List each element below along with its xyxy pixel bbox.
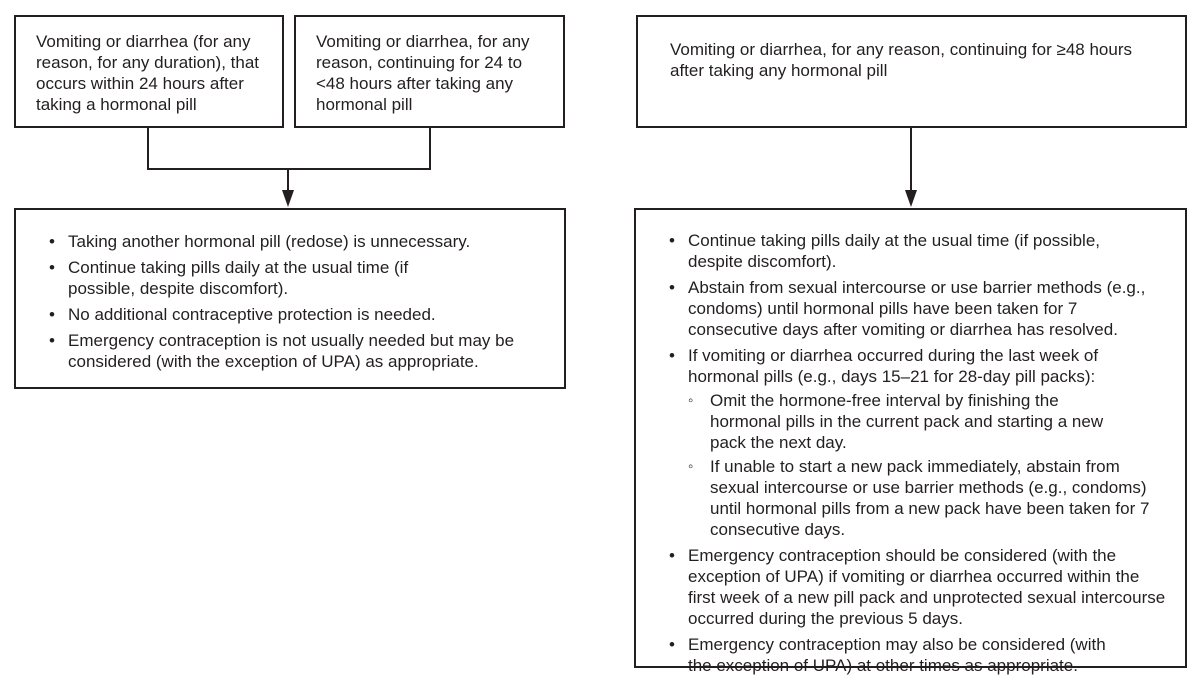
sub-list-item: Omit the hormone-free interval by finish…	[688, 390, 1171, 453]
list-item: Emergency contraception may also be cons…	[636, 634, 1171, 676]
list-item: Emergency contraception is not usually n…	[16, 330, 564, 372]
list-item: Taking another hormonal pill (redose) is…	[16, 231, 564, 252]
condition-box-24-to-48h: Vomiting or diarrhea, for any reason, co…	[294, 15, 565, 128]
condition-box-within-24h: Vomiting or diarrhea (for any reason, fo…	[14, 15, 284, 128]
list-item: Continue taking pills daily at the usual…	[636, 230, 1171, 272]
condition-box-48h-plus: Vomiting or diarrhea, for any reason, co…	[636, 15, 1187, 128]
outcome-box-right: Continue taking pills daily at the usual…	[634, 208, 1187, 675]
list-item: If vomiting or diarrhea occurred during …	[636, 345, 1171, 540]
outcome-box-left: Taking another hormonal pill (redose) is…	[14, 208, 566, 389]
arrow-down-icon	[905, 190, 917, 207]
condition-text: Vomiting or diarrhea, for any reason, co…	[670, 40, 1132, 80]
connector-line	[147, 168, 431, 170]
list-item: Emergency contraception should be consid…	[636, 545, 1171, 629]
connector-line	[910, 127, 912, 192]
list-item: Abstain from sexual intercourse or use b…	[636, 277, 1171, 340]
connector-line	[147, 127, 149, 170]
connector-line	[429, 127, 431, 170]
sub-list-item: If unable to start a new pack immediatel…	[688, 456, 1171, 540]
list-item: No additional contraceptive protection i…	[16, 304, 564, 325]
connector-line	[287, 168, 289, 192]
condition-text: Vomiting or diarrhea (for any reason, fo…	[36, 32, 260, 114]
condition-text: Vomiting or diarrhea, for any reason, co…	[316, 32, 530, 114]
list-item: Continue taking pills daily at the usual…	[16, 257, 564, 299]
arrow-down-icon	[282, 190, 294, 207]
list-item-text: If vomiting or diarrhea occurred during …	[688, 346, 1099, 386]
